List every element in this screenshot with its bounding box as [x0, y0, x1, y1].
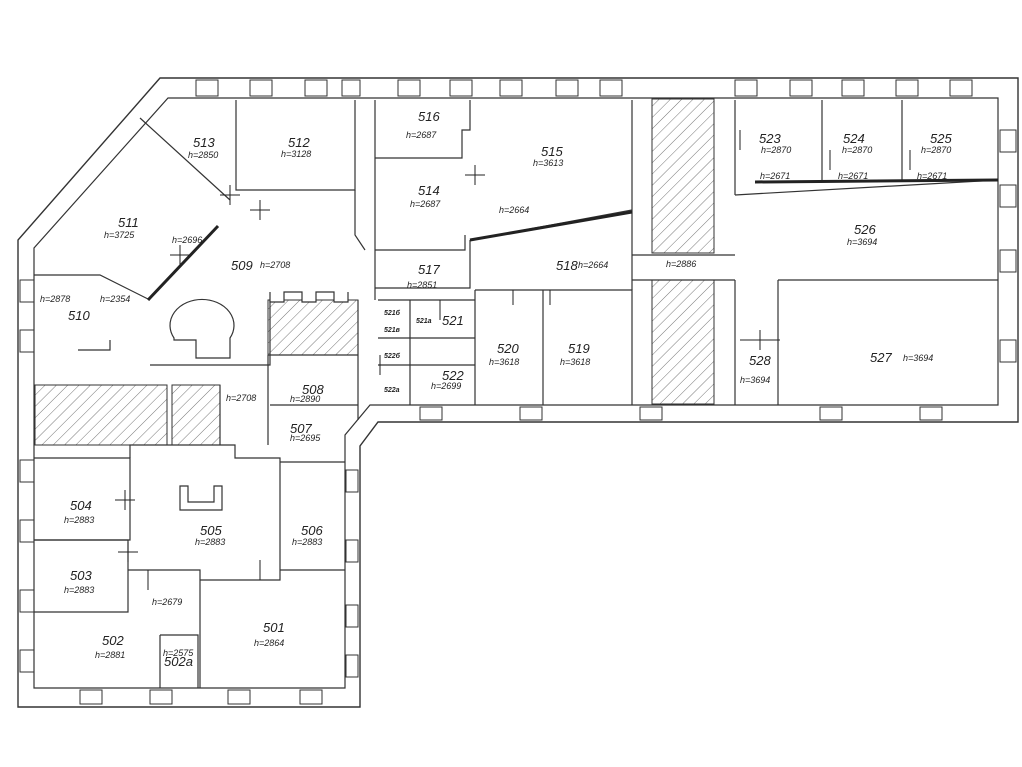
room-height: h=2870	[921, 145, 951, 155]
room-height: h=3694	[847, 237, 877, 247]
room-number: 505	[200, 523, 222, 538]
height-label: h=2708	[226, 393, 256, 403]
room-height: h=2890	[290, 394, 320, 404]
height-label: h=2886	[666, 259, 696, 269]
room-labels: 501 h=2864 502 h=2881 502a h=2575 503 h=…	[40, 109, 952, 669]
room-height: h=2575	[163, 648, 194, 658]
room-height: h=2883	[195, 537, 225, 547]
height-label: h=2664	[499, 205, 529, 215]
room-height: h=2883	[292, 537, 322, 547]
room-height: h=2864	[254, 638, 284, 648]
room-height: h=3618	[560, 357, 590, 367]
room-number: 510	[68, 308, 90, 323]
hatched-shaft	[267, 299, 359, 356]
room-number: 521	[442, 313, 464, 328]
room-number: 504	[70, 498, 92, 513]
room-number: 508	[302, 382, 324, 397]
room-height: h=2708	[260, 260, 290, 270]
room-number: 515	[541, 144, 563, 159]
hatched-shaft	[34, 384, 168, 446]
room-number: 518	[556, 258, 578, 273]
column-block	[169, 291, 349, 511]
room-number: 524	[843, 131, 865, 146]
room-height: h=2883	[64, 585, 94, 595]
room-height: h=3725	[104, 230, 135, 240]
height-label: h=2679	[152, 597, 182, 607]
partition-walls	[146, 178, 999, 302]
height-label: h=2354	[100, 294, 130, 304]
room-number: 520	[497, 341, 519, 356]
room-number: 522б	[384, 352, 401, 360]
room-height: h=2870	[761, 145, 791, 155]
room-number: 514	[418, 183, 440, 198]
room-number: 506	[301, 523, 323, 538]
interior-walls	[34, 100, 999, 688]
room-height: h=2883	[64, 515, 94, 525]
room-height: h=2687	[406, 130, 437, 140]
window-marks	[19, 79, 1017, 705]
building-inner-outline	[33, 97, 999, 689]
room-number: 521в	[384, 327, 401, 334]
room-number: 522а	[384, 387, 400, 394]
room-height: h=3694	[903, 353, 933, 363]
room-number: 521a	[416, 318, 432, 325]
room-number: 501	[263, 620, 285, 635]
room-height: h=2881	[95, 650, 125, 660]
room-number: 509	[231, 258, 253, 273]
room-number: 511	[118, 215, 139, 230]
room-number: 528	[749, 353, 771, 368]
room-number: 502a	[164, 654, 193, 669]
room-height: h=3613	[533, 158, 563, 168]
room-height: h=2850	[188, 150, 218, 160]
room-height: h=2687	[410, 199, 441, 209]
room-number: 517	[418, 262, 440, 277]
room-number: 512	[288, 135, 310, 150]
room-height: h=2878	[40, 294, 70, 304]
room-number: 516	[418, 109, 440, 124]
hatched-shaft	[651, 279, 715, 405]
room-number: 507	[290, 421, 312, 436]
room-number: 523	[759, 131, 781, 146]
room-height: h=3618	[489, 357, 519, 367]
room-number: 526	[854, 222, 876, 237]
room-number: 521б	[384, 309, 401, 317]
height-label: h=2671	[917, 171, 947, 181]
room-number: 522	[442, 368, 464, 383]
room-height: h=2664	[578, 260, 608, 270]
height-label: h=2696	[172, 235, 202, 245]
room-height: h=2870	[842, 145, 872, 155]
room-height: h=2699	[431, 381, 461, 391]
room-number: 519	[568, 341, 590, 356]
hatched-shaft	[651, 98, 715, 254]
hatched-shaft	[171, 384, 221, 446]
room-number: 503	[70, 568, 92, 583]
room-number: 527	[870, 350, 892, 365]
room-height: h=3694	[740, 375, 770, 385]
height-annotations: h=2696 h=2354 h=2708 h=2664 h=2886 h=267…	[100, 171, 947, 607]
dimension-ticks	[115, 130, 911, 590]
room-number: 525	[930, 131, 952, 146]
room-height: h=2851	[407, 280, 437, 290]
room-height: h=3128	[281, 149, 311, 159]
room-number: 502	[102, 633, 124, 648]
room-height: h=2695	[290, 433, 321, 443]
height-label: h=2671	[760, 171, 790, 181]
room-number: 513	[193, 135, 215, 150]
height-label: h=2671	[838, 171, 868, 181]
